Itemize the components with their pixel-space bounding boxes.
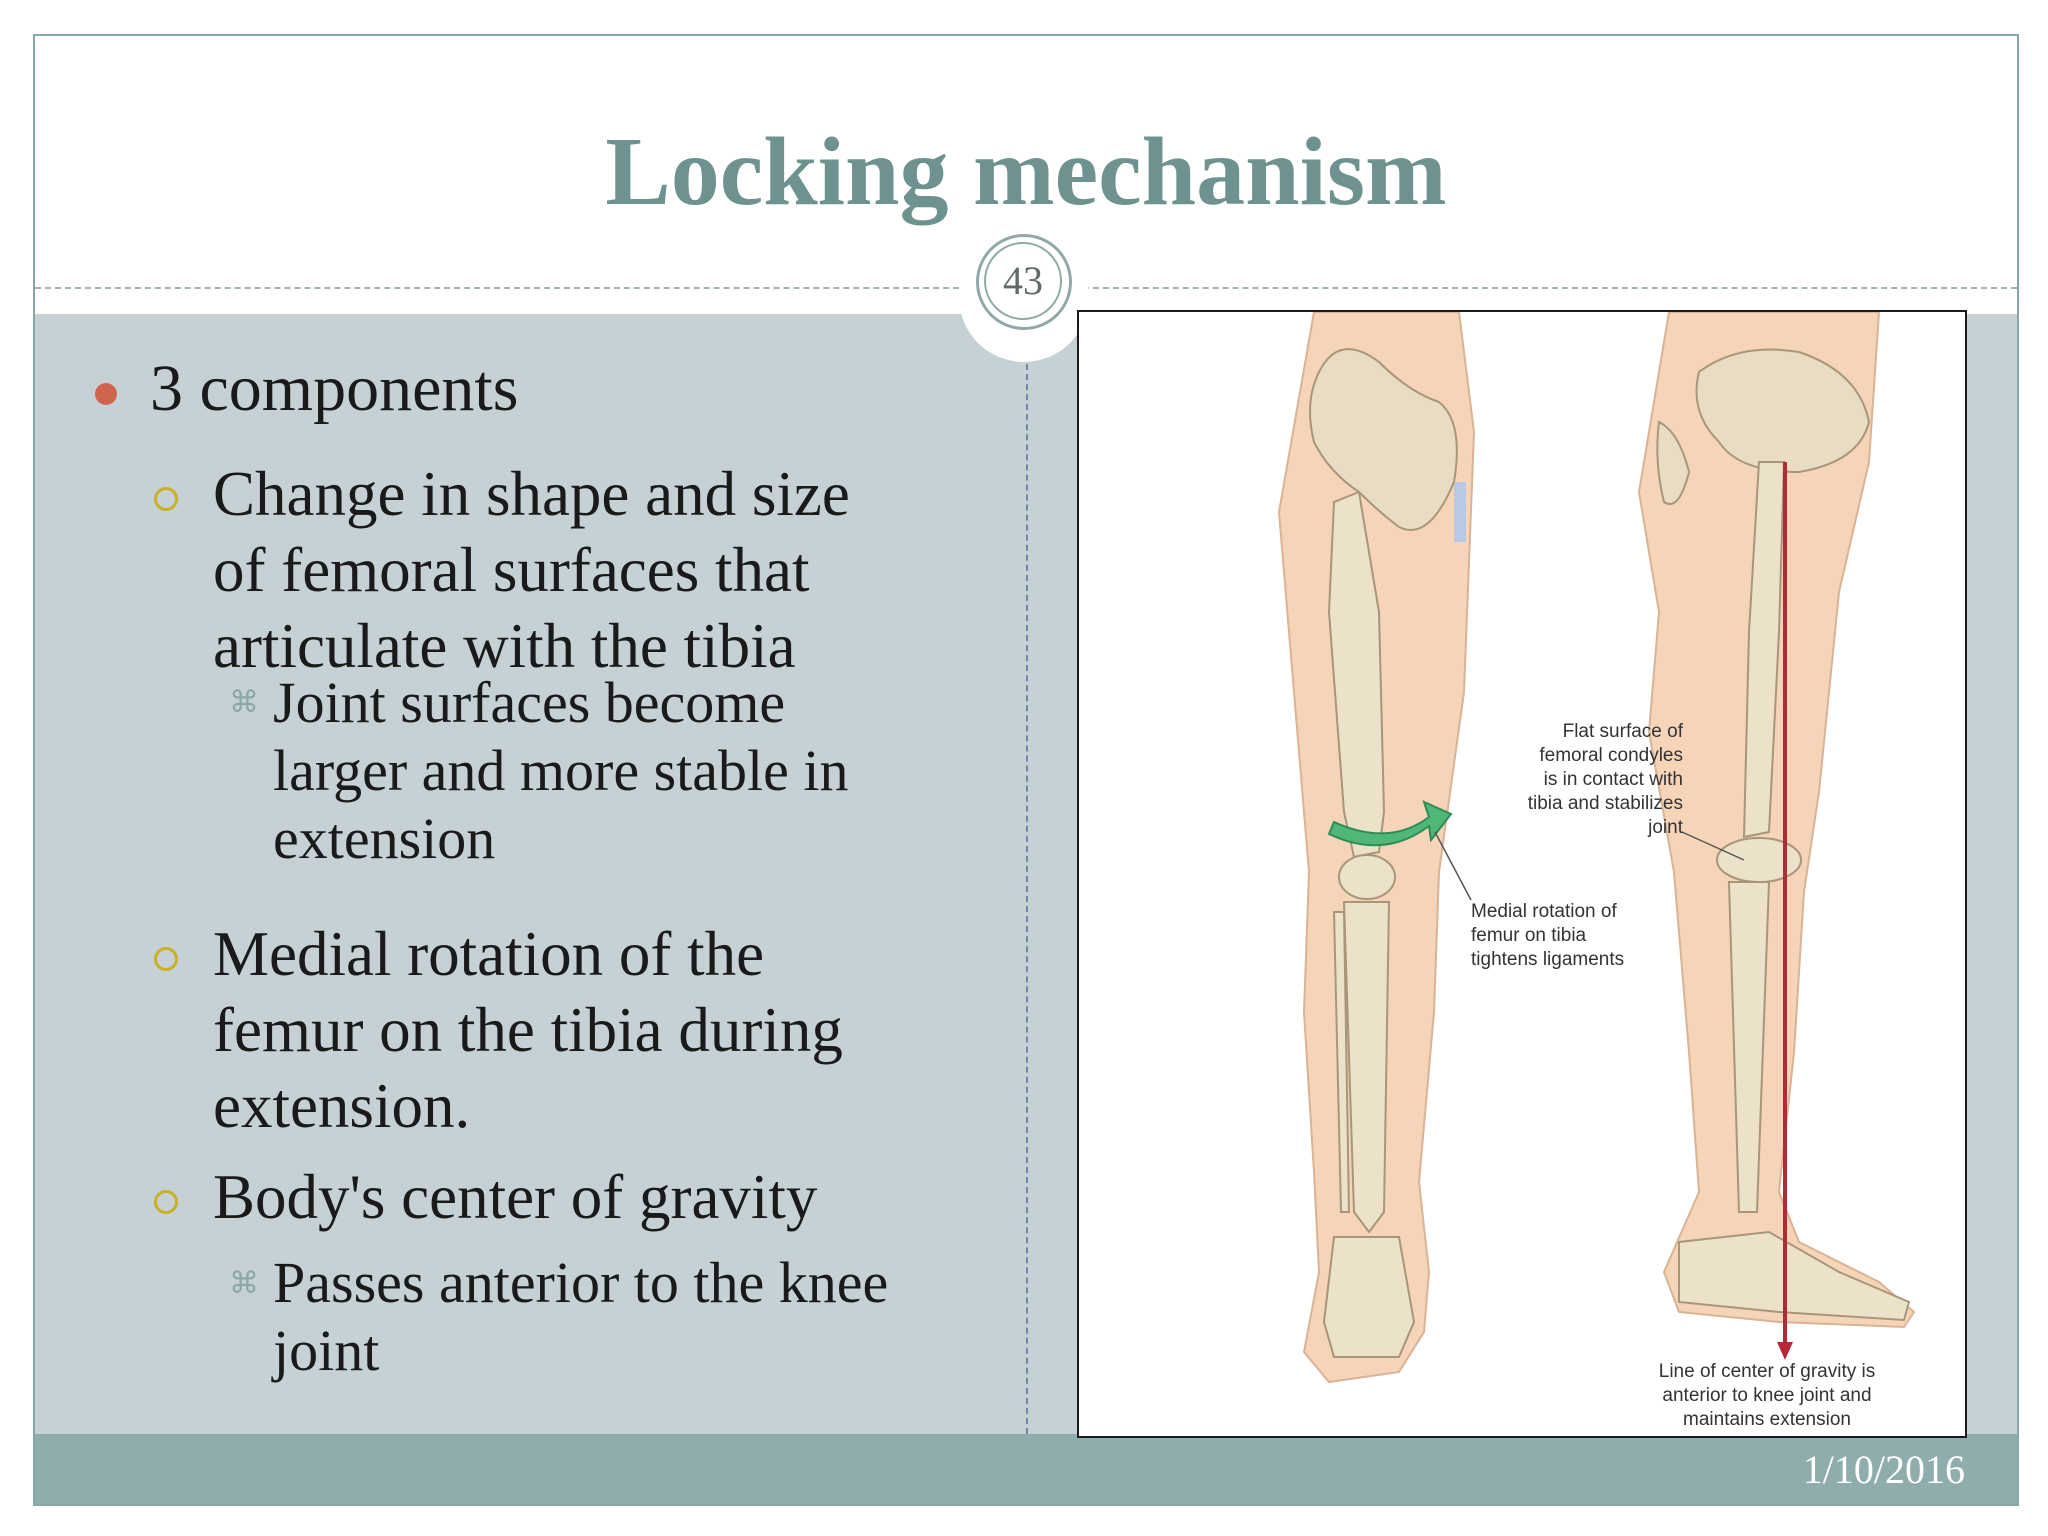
side-pelvis-bone xyxy=(1695,348,1871,474)
callout-line: tightens ligaments xyxy=(1471,949,1625,970)
fleuron-icon: ⌘ xyxy=(229,1266,259,1301)
slide-number: 43 xyxy=(984,242,1062,320)
leader-line xyxy=(1681,831,1745,861)
callout-center-of-gravity: Line of center of gravity is anterior to… xyxy=(1629,1360,1905,1432)
callout-line: Medial rotation of xyxy=(1471,901,1617,922)
callout-line: tibia and stabilizes xyxy=(1527,793,1683,814)
side-leg-silhouette xyxy=(1637,312,1916,1329)
leg-anatomy-figure: Flat surface of femoral condyles is in c… xyxy=(1077,310,1967,1438)
callout-line: anterior to knee joint and xyxy=(1662,1385,1872,1406)
bullet-sub3: Body's center of gravity xyxy=(213,1159,817,1235)
callout-line: femur on tibia xyxy=(1471,925,1587,946)
fleuron-icon: ⌘ xyxy=(229,685,259,720)
bullet-sub1-line: articulate with the tibia xyxy=(213,611,796,681)
footer-bar: 1/10/2016 xyxy=(35,1434,2017,1504)
bullet-main: 3 components xyxy=(150,352,519,425)
callout-line: maintains extension xyxy=(1683,1409,1851,1430)
front-tibia-bone xyxy=(1342,901,1391,1234)
gravity-arrowhead-icon xyxy=(1777,1342,1793,1360)
callout-flat-surface: Flat surface of femoral condyles is in c… xyxy=(1487,720,1683,840)
hollow-circle-icon xyxy=(154,1190,178,1214)
slide: Locking mechanism 1/10/2016 43 3 compone… xyxy=(33,34,2019,1506)
front-patella-bone xyxy=(1338,854,1396,900)
bullet-sub1-line: Change in shape and size xyxy=(213,459,850,529)
callout-line: femoral condyles xyxy=(1539,745,1683,766)
slide-number-badge: 43 xyxy=(976,234,1072,330)
side-tibia-bone xyxy=(1727,881,1771,1213)
filled-circle-icon xyxy=(95,383,117,405)
bullet-sub3-detail-line: Passes anterior to the knee xyxy=(273,1250,889,1315)
bullet-sub3-detail-line: joint xyxy=(273,1318,380,1383)
leg-illustration xyxy=(1277,312,1916,1384)
bullet-sub1-line: of femoral surfaces that xyxy=(213,535,810,605)
bullet-sub1-detail-line: extension xyxy=(273,806,496,871)
callout-medial-rotation: Medial rotation of femur on tibia tighte… xyxy=(1471,900,1671,972)
bullet-sub2-line: Medial rotation of the xyxy=(213,919,765,989)
side-knee-joint xyxy=(1716,837,1802,883)
front-fibula-bone xyxy=(1332,911,1351,1213)
hollow-circle-icon xyxy=(154,947,178,971)
side-sacrum-bone xyxy=(1656,420,1691,505)
slide-title: Locking mechanism xyxy=(605,118,1447,226)
hollow-circle-icon xyxy=(154,487,178,511)
callout-line: Line of center of gravity is xyxy=(1658,1361,1876,1382)
slide-date: 1/10/2016 xyxy=(1802,1447,1965,1492)
callout-line: joint xyxy=(1648,817,1683,838)
rotation-arrow-icon xyxy=(1327,800,1453,847)
bullet-sub1-detail-line: larger and more stable in xyxy=(273,738,849,803)
bullet-sub1: Change in shape and size of femoral surf… xyxy=(213,456,850,684)
bullet-sub3-line: Body's center of gravity xyxy=(213,1162,818,1232)
bullet-sub1-detail: Joint surfaces become larger and more st… xyxy=(273,669,849,873)
front-femur-bone xyxy=(1327,490,1386,859)
front-pelvis-bone xyxy=(1309,348,1458,531)
front-foot-bones xyxy=(1322,1236,1416,1358)
pelvis-gap xyxy=(1454,482,1466,542)
bullet-sub2: Medial rotation of the femur on the tibi… xyxy=(213,916,843,1144)
bullet-sub2-line: extension. xyxy=(213,1071,471,1141)
callout-line: Flat surface of xyxy=(1562,721,1683,742)
bullet-sub1-detail-line: Joint surfaces become xyxy=(273,670,786,735)
leader-line xyxy=(1434,831,1472,901)
bullet-sub2-line: femur on the tibia during xyxy=(213,995,843,1065)
callout-line: is in contact with xyxy=(1543,769,1683,790)
column-divider xyxy=(1026,354,1028,1434)
bullet-sub3-detail: Passes anterior to the knee joint xyxy=(273,1249,888,1385)
side-foot-bones xyxy=(1678,1230,1911,1322)
